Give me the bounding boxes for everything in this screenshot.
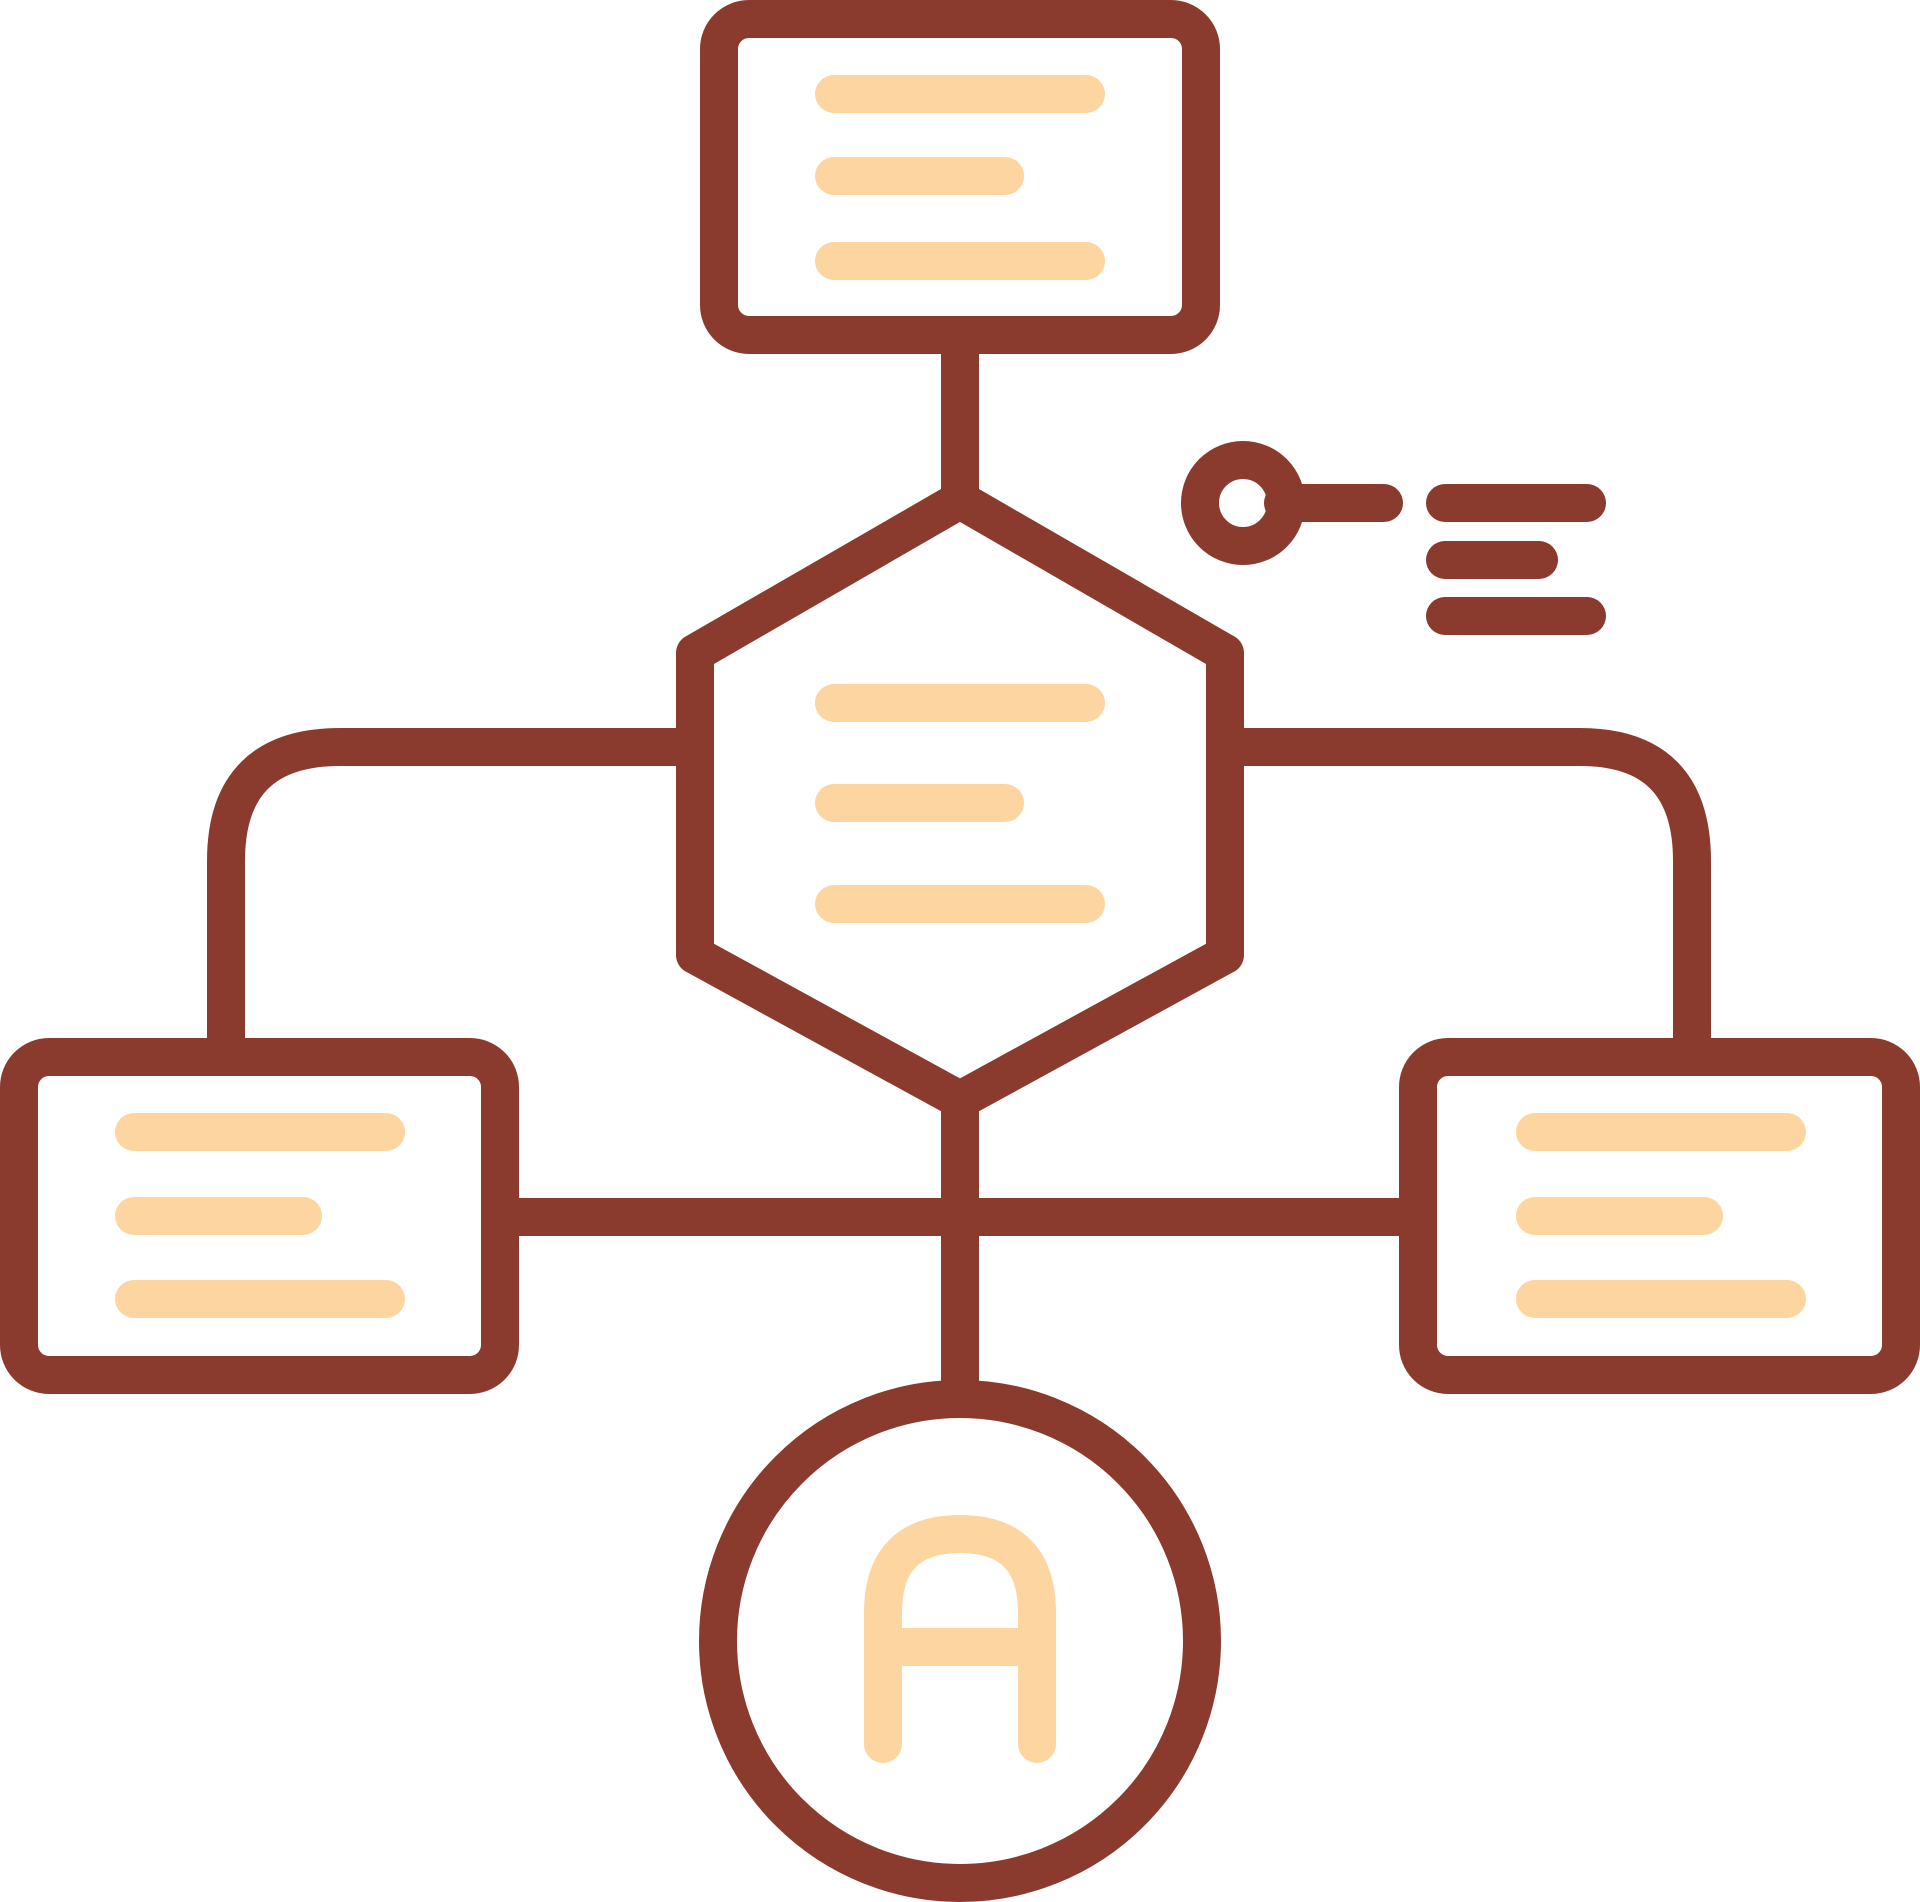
bottom-circle-frame (699, 1380, 1221, 1902)
right-rectangle-node (1399, 1038, 1920, 1394)
center-hexagon-node (676, 481, 1244, 1119)
top-rectangle-node (700, 0, 1220, 354)
top-rectangle-frame (700, 0, 1220, 354)
center-hexagon-frame (676, 481, 1244, 1119)
left-rectangle-node (0, 1038, 519, 1394)
letter-a-icon (864, 1515, 1056, 1763)
key-node-icon (1181, 441, 1305, 565)
right-rectangle-frame (1399, 1038, 1920, 1394)
left-rectangle-frame (0, 1038, 519, 1394)
bottom-circle-node: A (699, 1380, 1221, 1902)
connector-hexagon-to-right-box (1206, 728, 1711, 1076)
legend-key (1181, 441, 1606, 635)
connector-hexagon-to-left-box (207, 728, 714, 1076)
